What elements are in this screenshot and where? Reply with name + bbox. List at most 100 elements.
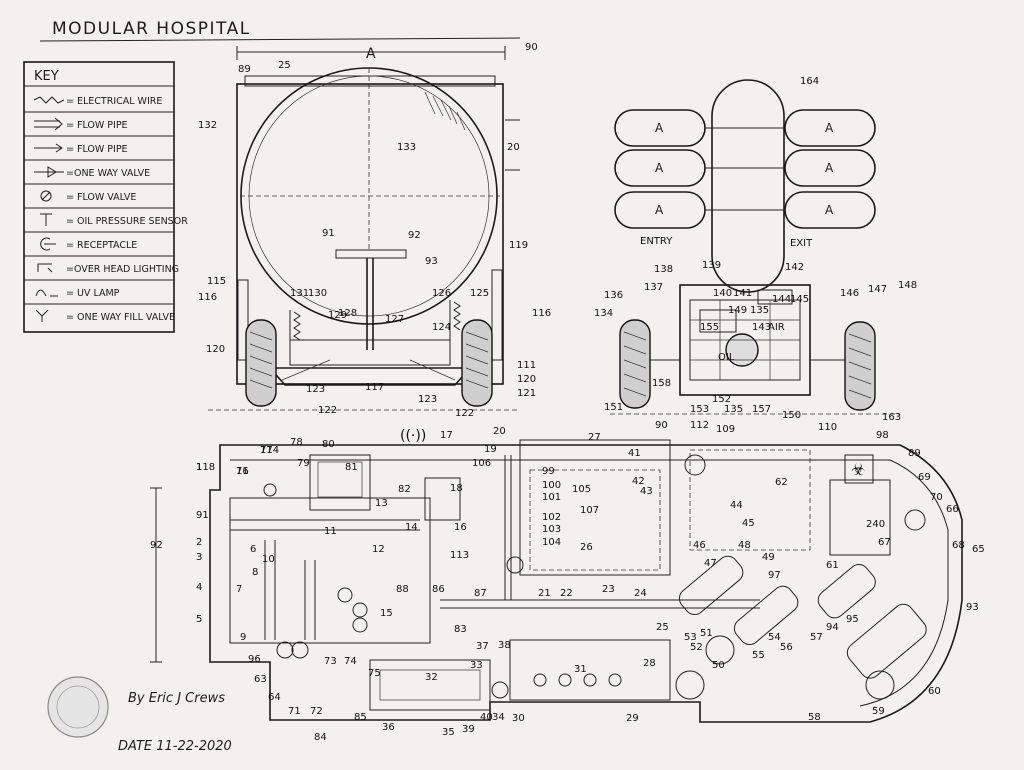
callout-number: 106 (472, 458, 491, 469)
callout-number: 60 (928, 686, 941, 697)
callout-number: 104 (542, 537, 561, 548)
callout-number: 4 (196, 582, 202, 593)
biohazard-icon: ☣ (851, 460, 865, 479)
pod-label: A (825, 203, 834, 217)
callout-number: 117 (365, 382, 384, 393)
callout-number: 57 (810, 632, 823, 643)
callout-number: 123 (418, 394, 437, 405)
key-row: = ONE WAY FILL VALVE (24, 303, 175, 323)
callout-number: 11 (236, 466, 249, 477)
callout-number: 135 (724, 404, 743, 415)
pod-module: A (614, 149, 712, 187)
callout-number: 126 (432, 288, 451, 299)
callout-number: 7 (236, 584, 242, 595)
key-row: =OVER HEAD LIGHTING (24, 255, 179, 275)
callout-number: ENTRY (640, 236, 673, 247)
callout-number: 66 (946, 504, 959, 515)
callout-number: 56 (780, 642, 793, 653)
key-label: = FLOW PIPE (66, 120, 128, 131)
callout-number: OIL (718, 352, 735, 363)
callout-number: 19 (484, 444, 497, 455)
callout-number: 12 (372, 544, 385, 555)
callout-number: 1 (196, 462, 202, 473)
callout-number: 142 (785, 262, 804, 273)
callout-number: 34 (492, 712, 505, 723)
callout-number: 38 (498, 640, 511, 651)
callout-number: 54 (768, 632, 781, 643)
key-row: = RECEPTACLE (24, 231, 174, 251)
callout-number: 65 (972, 544, 985, 555)
callout-number: 46 (693, 540, 706, 551)
callout-number: 93 (966, 602, 979, 613)
signature: By Eric J Crews (128, 691, 225, 706)
callout-number: 90 (525, 42, 538, 53)
wifi-antenna-icon: ((·)) (400, 428, 426, 444)
pod-label: A (825, 121, 834, 135)
callout-number: 29 (626, 713, 639, 724)
callout-number: 132 (198, 120, 217, 131)
callout-number: 37 (476, 641, 489, 652)
callout-number: 76 (236, 466, 249, 477)
callout-number: 9 (240, 632, 246, 643)
callout-number: 116 (198, 292, 217, 303)
callout-number: 53 (684, 632, 697, 643)
callout-number: 39 (462, 724, 475, 735)
pod-module: A (712, 109, 876, 147)
callout-number: 90 (655, 420, 668, 431)
callout-number: 82 (398, 484, 411, 495)
callout-number: 22 (560, 588, 573, 599)
callout-number: 89 (238, 64, 251, 75)
callout-number: 79 (297, 458, 310, 469)
pod-label: A (655, 203, 664, 217)
callout-number: 127 (385, 314, 404, 325)
callout-number: 121 (517, 388, 536, 399)
key-row: = UV LAMP (24, 279, 174, 299)
callout-number: 31 (574, 664, 587, 675)
callout-number: 28 (643, 658, 656, 669)
callout-number: 62 (775, 477, 788, 488)
callout-number: 49 (762, 552, 775, 563)
callout-number: 103 (542, 524, 561, 535)
one-way-fill-valve-symbol (35, 309, 49, 322)
key-legend: KEY = ELECTRICAL WIRE= FLOW PIPE= FLOW P… (23, 61, 188, 333)
callout-number: 91 (322, 228, 335, 239)
callout-number: 36 (382, 722, 395, 733)
callout-number: 150 (782, 410, 801, 421)
callout-number: 101 (542, 492, 561, 503)
callout-number: 102 (542, 512, 561, 523)
callout-number: 15 (380, 608, 393, 619)
oil-pressure-sensor-symbol (40, 213, 52, 226)
key-row: = ELECTRICAL WIRE (33, 96, 162, 107)
key-row: = FLOW PIPE (24, 135, 174, 155)
callout-number: 115 (207, 276, 226, 287)
pod-label: A (655, 161, 664, 175)
callout-number: 96 (248, 654, 261, 665)
callout-number: 64 (268, 692, 281, 703)
callout-number: 69 (918, 472, 931, 483)
callout-number: 50 (712, 660, 725, 671)
callout-number: 155 (700, 322, 719, 333)
callout-number: 10 (262, 554, 275, 565)
title-underline (39, 37, 521, 42)
callout-number: 51 (700, 628, 713, 639)
electrical-wire-symbol (33, 96, 65, 104)
callout-number: 26 (580, 542, 593, 553)
callout-number: 24 (634, 588, 647, 599)
callout-number: 14 (405, 522, 418, 533)
callout-number: 55 (752, 650, 765, 661)
callout-number: 144 (772, 294, 791, 305)
callout-number: 84 (314, 732, 327, 743)
key-label: = FLOW PIPE (66, 144, 128, 155)
callout-number: 30 (512, 713, 525, 724)
callout-number: 240 (866, 519, 885, 530)
callout-number: 141 (733, 288, 752, 299)
callout-number: 136 (604, 290, 623, 301)
callout-number: 52 (690, 642, 703, 653)
callout-number: 2 (196, 537, 202, 548)
callout-number: 71 (288, 706, 301, 717)
